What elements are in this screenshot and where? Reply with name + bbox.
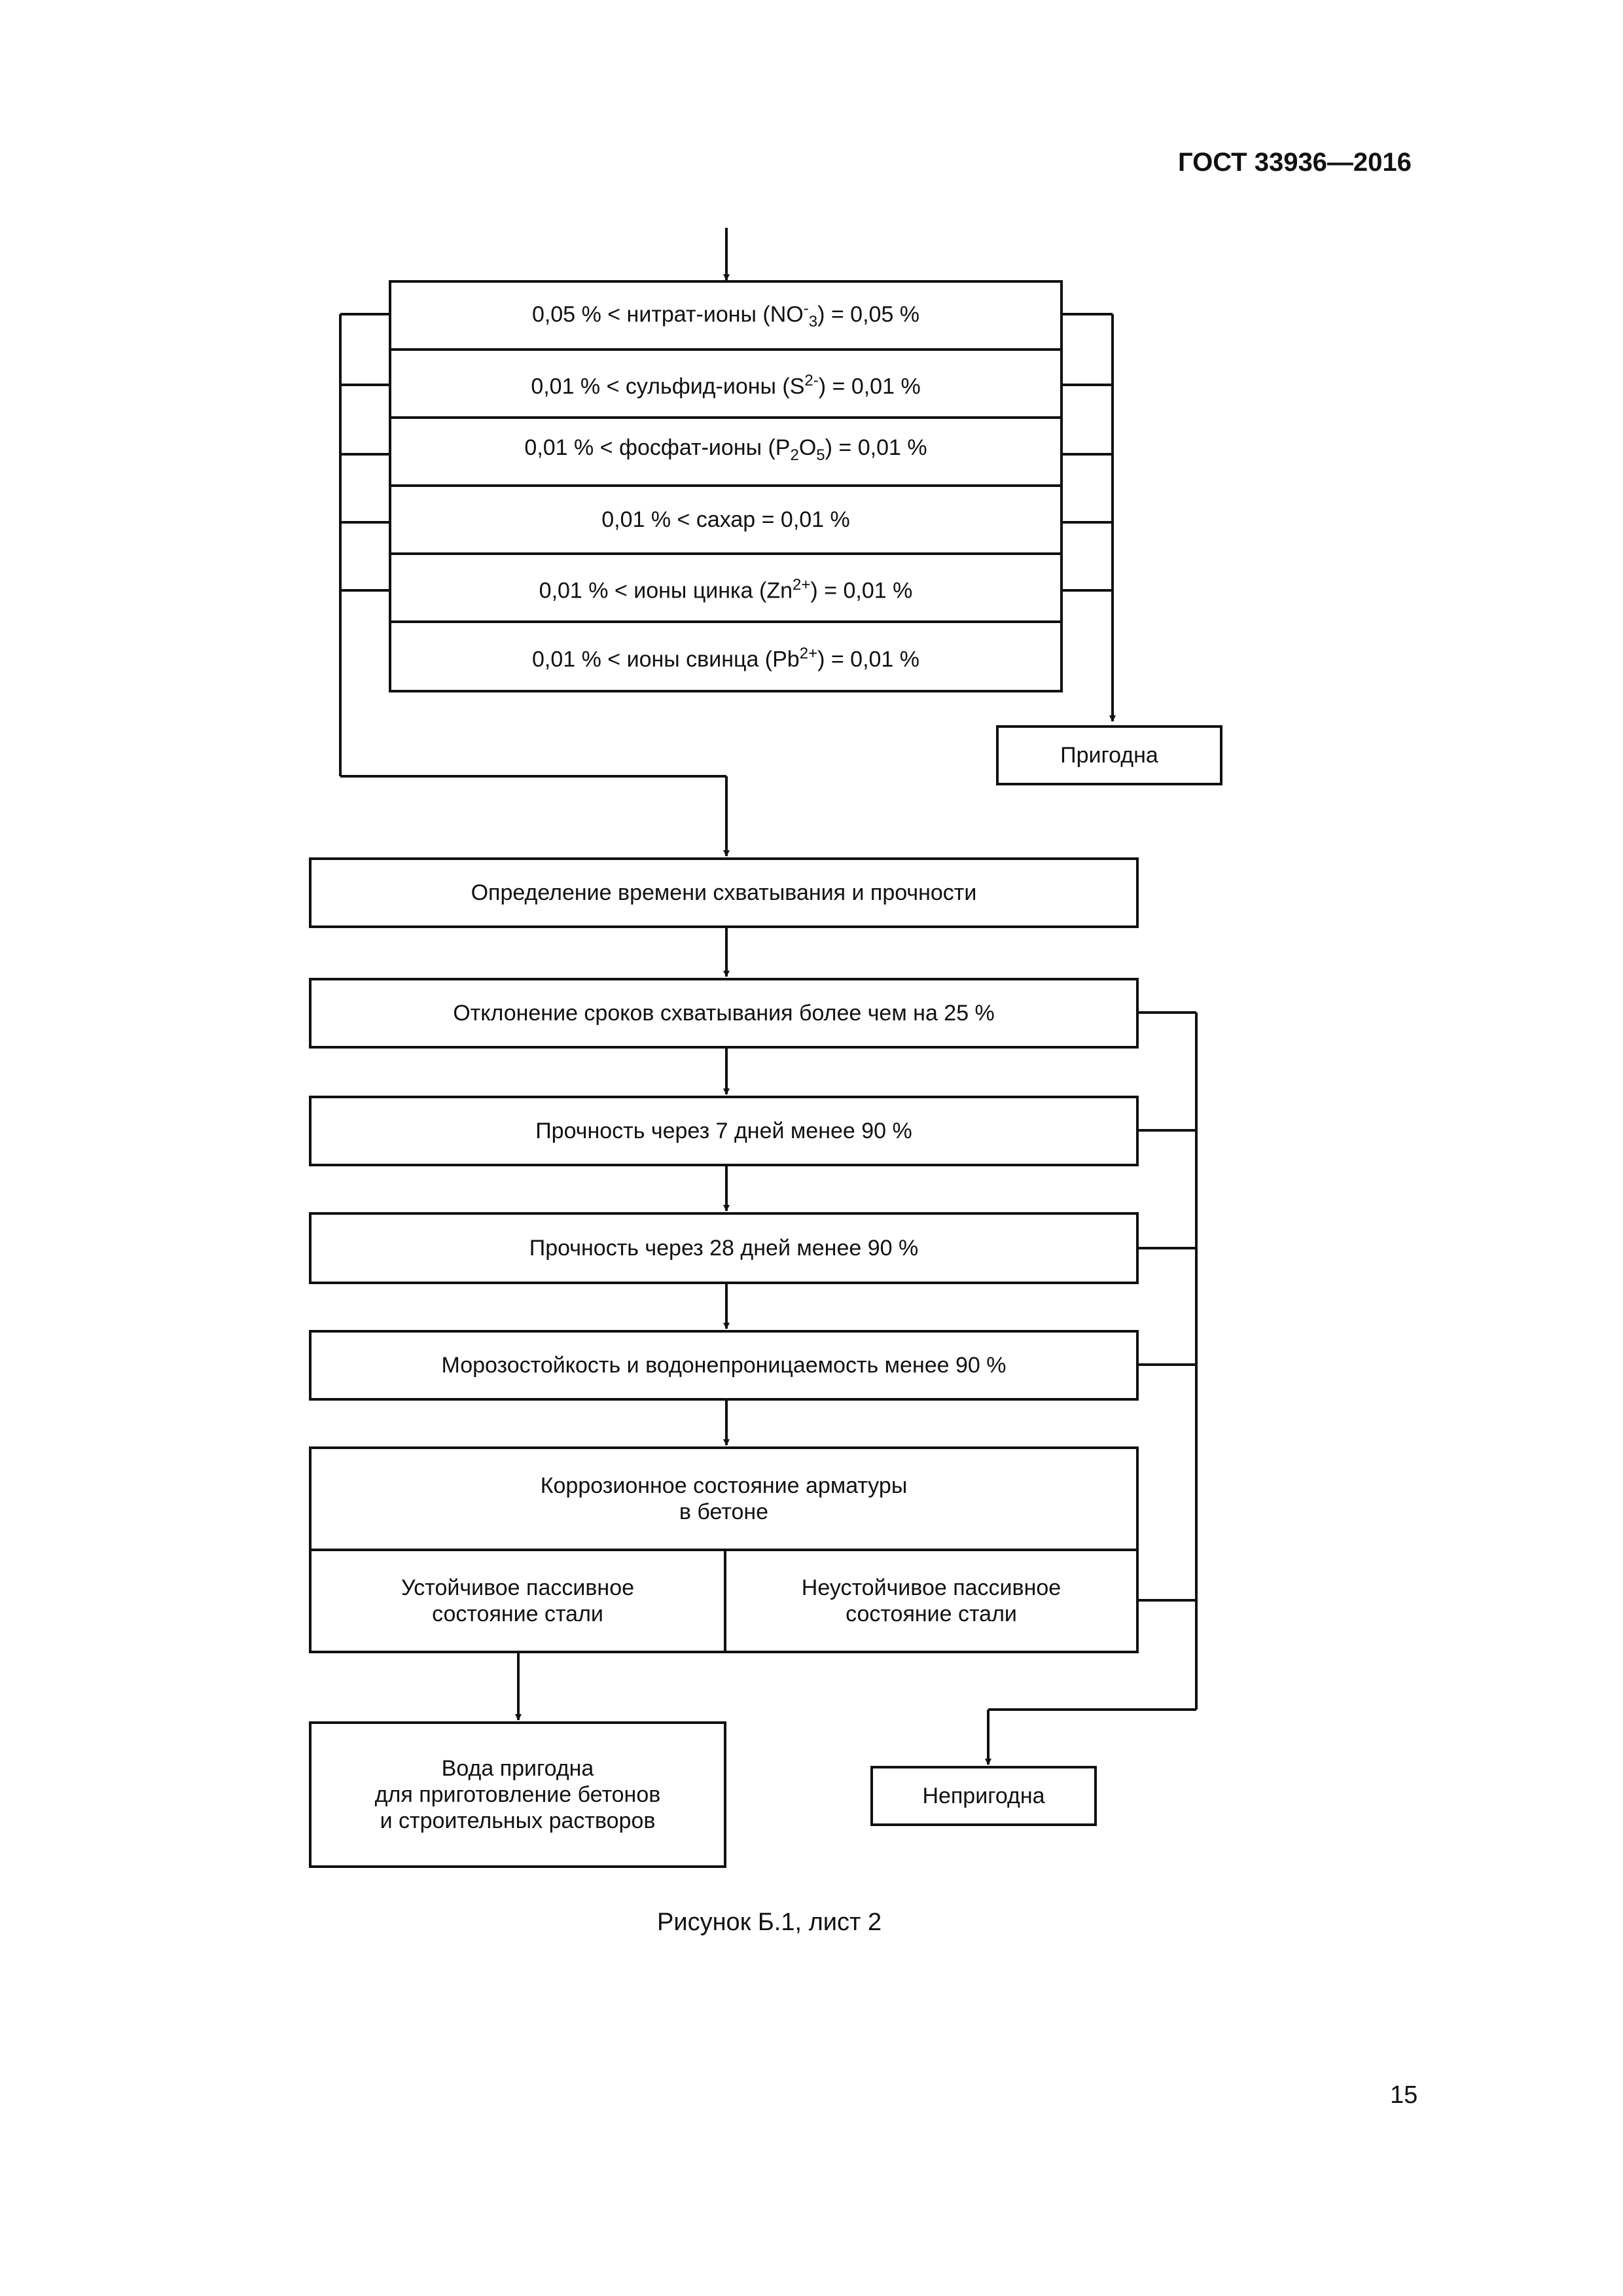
stable-line2: состояние стали bbox=[432, 1602, 603, 1626]
check-nitrate-text: 0,05 % < нитрат-ионы (NO-3) = 0,05 % bbox=[531, 299, 920, 331]
unsuitable-box: Непригодна bbox=[870, 1766, 1097, 1826]
check-nitrate: 0,05 % < нитрат-ионы (NO-3) = 0,05 % bbox=[389, 280, 1063, 351]
page-number: 15 bbox=[1390, 2081, 1418, 2109]
water-suitable-box: Вода пригодна для приготовление бетонов … bbox=[309, 1721, 726, 1868]
step-strength-28-label: Прочность через 28 дней менее 90 % bbox=[529, 1236, 919, 1261]
corrosion-title-line2: в бетоне bbox=[679, 1499, 769, 1524]
unstable-line2: состояние стали bbox=[846, 1602, 1017, 1626]
document-code: ГОСТ 33936—2016 bbox=[1178, 148, 1412, 177]
step-frost-water: Морозостойкость и водонепроницаемость ме… bbox=[309, 1330, 1139, 1401]
check-zinc: 0,01 % < ионы цинка (Zn2+) = 0,01 % bbox=[389, 552, 1063, 623]
step-setting-time: Определение времени схватывания и прочно… bbox=[309, 857, 1139, 928]
corrosion-title-line1: Коррозионное состояние арматуры bbox=[540, 1473, 908, 1498]
check-phosphate-text: 0,01 % < фосфат-ионы (P2O5) = 0,01 % bbox=[524, 435, 927, 464]
result-ok-line2: для приготовление бетонов bbox=[374, 1782, 661, 1807]
check-zinc-text: 0,01 % < ионы цинка (Zn2+) = 0,01 % bbox=[539, 575, 913, 603]
check-lead-text: 0,01 % < ионы свинца (Pb2+) = 0,01 % bbox=[531, 644, 920, 672]
figure-caption: Рисунок Б.1, лист 2 bbox=[657, 1909, 882, 1936]
step-setting-deviation: Отклонение сроков схватывания более чем … bbox=[309, 978, 1139, 1049]
check-sulfide: 0,01 % < сульфид-ионы (S2-) = 0,01 % bbox=[389, 348, 1063, 419]
stable-line1: Устойчивое пассивное bbox=[401, 1575, 635, 1600]
step-strength-28: Прочность через 28 дней менее 90 % bbox=[309, 1212, 1139, 1284]
step-frost-water-label: Морозостойкость и водонепроницаемость ме… bbox=[441, 1353, 1007, 1378]
check-phosphate: 0,01 % < фосфат-ионы (P2O5) = 0,01 % bbox=[389, 416, 1063, 487]
check-lead: 0,01 % < ионы свинца (Pb2+) = 0,01 % bbox=[389, 620, 1063, 692]
check-sugar: 0,01 % < сахар = 0,01 % bbox=[389, 484, 1063, 555]
corrosion-title-box: Коррозионное состояние арматуры в бетоне bbox=[309, 1446, 1139, 1551]
result-ok-line1: Вода пригодна bbox=[441, 1756, 594, 1781]
step-strength-7: Прочность через 7 дней менее 90 % bbox=[309, 1096, 1139, 1166]
check-sugar-text: 0,01 % < сахар = 0,01 % bbox=[601, 507, 850, 532]
step-setting-deviation-label: Отклонение сроков схватывания более чем … bbox=[453, 1001, 995, 1026]
unstable-line1: Неустойчивое пассивное bbox=[801, 1575, 1061, 1600]
step-setting-time-label: Определение времени схватывания и прочно… bbox=[471, 880, 977, 905]
stable-passive-box: Устойчивое пассивное состояние стали bbox=[309, 1549, 726, 1653]
step-strength-7-label: Прочность через 7 дней менее 90 % bbox=[535, 1119, 912, 1143]
unstable-passive-box: Неустойчивое пассивное состояние стали bbox=[724, 1549, 1139, 1653]
check-sulfide-text: 0,01 % < сульфид-ионы (S2-) = 0,01 % bbox=[531, 371, 921, 399]
unsuitable-label: Непригодна bbox=[922, 1784, 1045, 1808]
suitable-box: Пригодна bbox=[996, 725, 1222, 785]
result-ok-line3: и строительных растворов bbox=[380, 1808, 656, 1833]
suitable-label: Пригодна bbox=[1060, 743, 1158, 768]
